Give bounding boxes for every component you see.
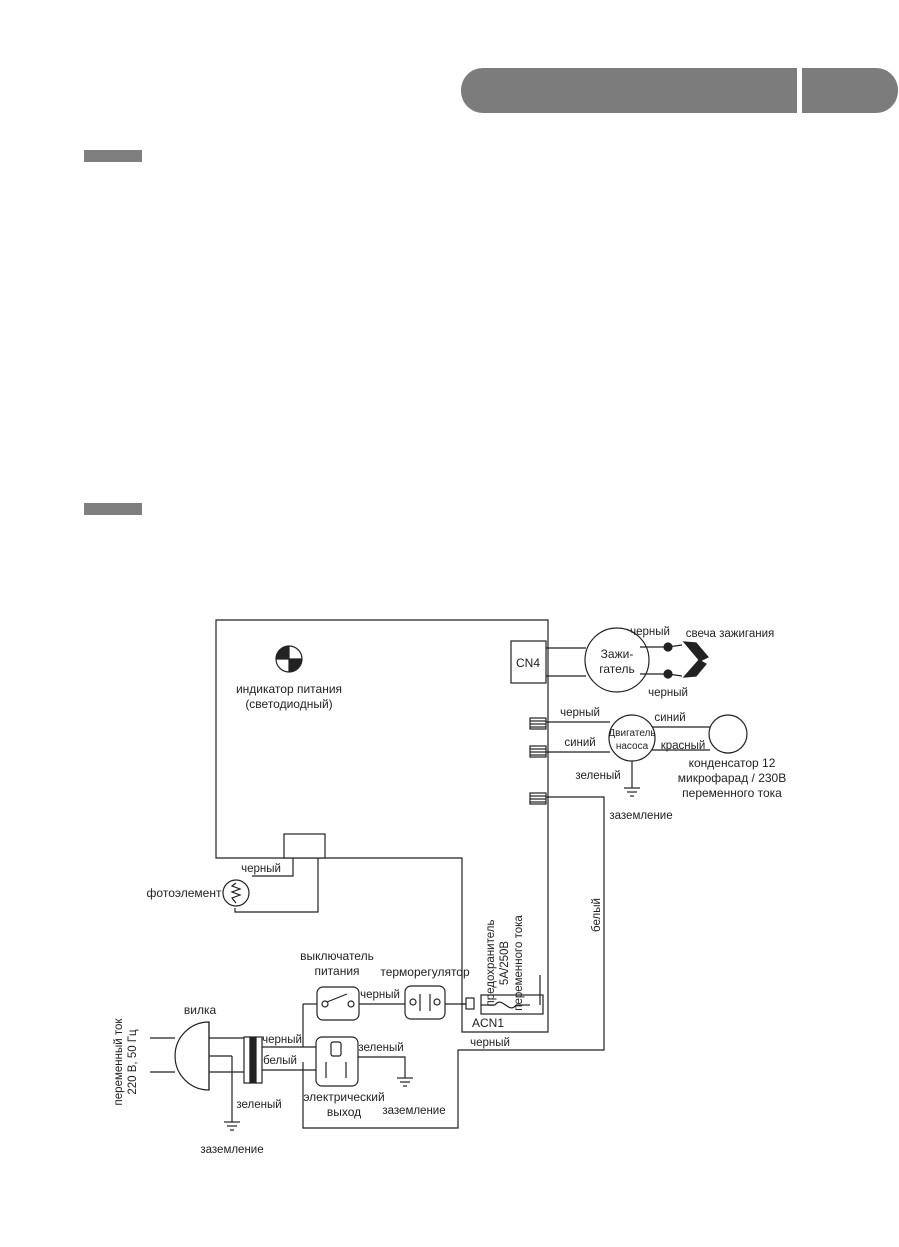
power-switch-icon: [316, 986, 360, 1021]
outlet-wire-green: зеленый: [358, 1042, 403, 1054]
power-switch-label-2: питания: [314, 964, 359, 978]
header-bar: [461, 68, 797, 113]
ac-supply-label-1: переменный ток: [113, 1018, 125, 1106]
ground-connector: [529, 792, 547, 805]
thermostat-label: терморегулятор: [380, 965, 470, 979]
ignitor-label-1: Зажи-: [601, 647, 634, 661]
white-wire-label: белый: [591, 898, 603, 932]
photocell-connector: [283, 833, 326, 859]
section-marker-1: [84, 150, 142, 162]
pump-wire-green: зеленый: [575, 770, 620, 782]
switch-wire-black: черный: [360, 989, 400, 1001]
ac-supply-label-2: 220 В, 50 Гц: [127, 1029, 139, 1095]
pump-wire-blue-left: синий: [564, 737, 595, 749]
photocell-icon: [222, 879, 250, 907]
outlet-icon: [315, 1036, 359, 1087]
capacitor-label-2: микрофарад / 230В: [678, 771, 786, 785]
power-indicator-label-1: индикатор питания: [236, 682, 342, 696]
outlet-label-2: выход: [327, 1105, 361, 1119]
pump-connector-2: [529, 745, 547, 758]
capacitor-label-3: переменного тока: [682, 786, 782, 800]
ground-plug-icon: [224, 1121, 240, 1131]
ground-pump-icon: [624, 787, 640, 797]
ignitor-icon: [584, 627, 650, 693]
ground-plug-label: заземление: [200, 1144, 263, 1156]
capacitor-label-1: конденсатор 12: [689, 756, 776, 770]
fuse-label-2: 5А/250В: [499, 941, 511, 985]
ignitor-label-2: гатель: [599, 662, 634, 676]
control-board: [215, 619, 549, 1033]
fuse-label-1: предохранитель: [485, 920, 497, 1007]
ignitor-wire-black-bottom: черный: [648, 687, 688, 699]
plug-wire-green: зеленый: [236, 1099, 281, 1111]
pump-wire-blue-right: синий: [654, 712, 685, 724]
ground-pump-label: заземление: [609, 810, 672, 822]
fuse-label-3: переменного тока: [513, 915, 525, 1011]
cn4-connector: [510, 640, 547, 684]
pump-wire-red: красный: [661, 740, 706, 752]
plug-label: вилка: [184, 1003, 217, 1017]
pump-motor-label-2: насоса: [616, 741, 649, 752]
plug-wire-black: черный: [262, 1034, 302, 1046]
thermostat-icon: [404, 985, 446, 1020]
section-marker-2: [84, 503, 142, 515]
ground-outlet-label: заземление: [382, 1105, 445, 1117]
power-indicator-icon: [275, 645, 303, 673]
spark-plug-label: свеча зажигания: [686, 628, 774, 640]
plug-wire-white: белый: [263, 1055, 297, 1067]
pump-connector-1: [529, 717, 547, 730]
plug-icon: [174, 1021, 210, 1091]
pump-wire-black: черный: [560, 707, 600, 719]
pump-motor-label-1: Двигатель: [608, 728, 655, 739]
ignitor-wire-black-top: черный: [630, 626, 670, 638]
capacitor-icon: [708, 714, 748, 754]
power-indicator-label-2: (светодиодный): [245, 697, 332, 711]
cord-clamp-icon: [243, 1036, 263, 1084]
acn1-label: ACN1: [472, 1016, 504, 1030]
photocell-label: фотоэлемент: [147, 886, 222, 900]
spark-plug-icon: [682, 641, 709, 678]
cn4-label: CN4: [516, 656, 540, 670]
outlet-label-1: электрический: [303, 1090, 384, 1104]
power-switch-label-1: выключатель: [300, 949, 374, 963]
header-tab: [802, 68, 898, 113]
photocell-wire-black: черный: [241, 863, 281, 875]
ground-outlet-icon: [397, 1077, 413, 1087]
bottom-wire-black: черный: [470, 1037, 510, 1049]
